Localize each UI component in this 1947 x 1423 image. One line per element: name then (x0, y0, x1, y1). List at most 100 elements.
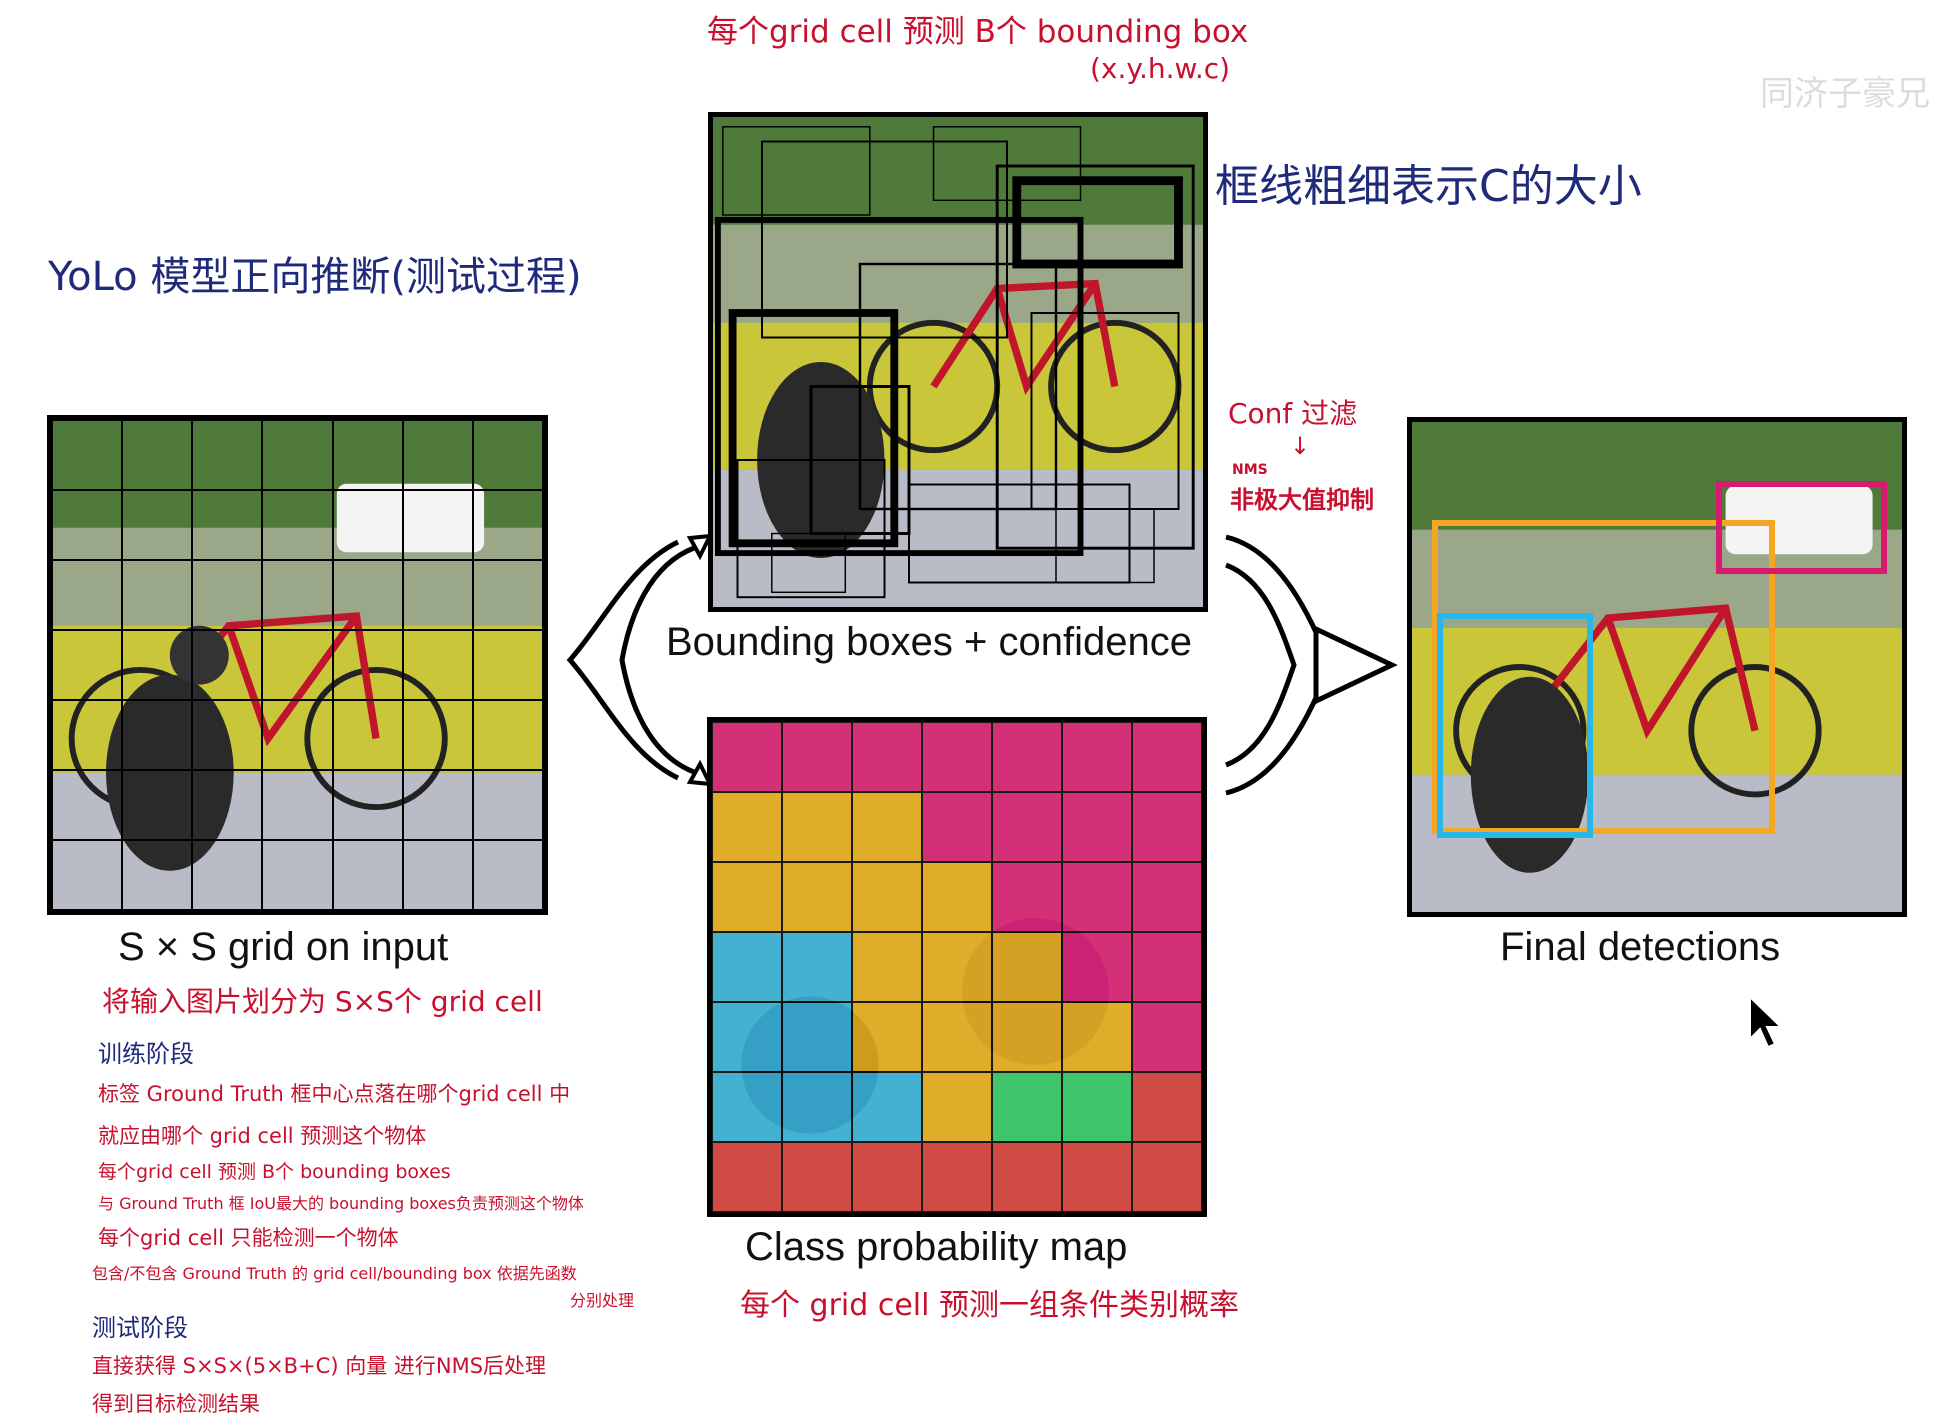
grid-cell (122, 840, 193, 910)
grid-cell (52, 630, 123, 700)
class-cell-pink (712, 722, 782, 792)
class-cell-yellow (852, 1002, 922, 1072)
grid-cell (472, 840, 543, 910)
class-cell-green (1062, 1072, 1132, 1142)
class-cell-pink (1132, 792, 1202, 862)
class-cell-pink (1132, 932, 1202, 1002)
nms-note: 非极大值抑制 (1230, 486, 1374, 514)
grid-cell (472, 560, 543, 630)
grid-cell (52, 700, 123, 770)
note-line: 包含/不包含 Ground Truth 的 grid cell/bounding… (92, 1264, 577, 1283)
class-cell-pink (992, 722, 1062, 792)
class-cell-red (992, 1142, 1062, 1212)
box-thickness-note: 框线粗细表示C的大小 (1215, 161, 1642, 212)
grid-cell (402, 840, 473, 910)
detection-car (1715, 480, 1888, 574)
grid-cell (262, 560, 333, 630)
class-cell-yellow (852, 862, 922, 932)
grid-cell (402, 420, 473, 490)
note-line: 标签 Ground Truth 框中心点落在哪个grid cell 中 (98, 1082, 571, 1106)
grid-cell (122, 630, 193, 700)
top-note-params: (x.y.h.w.c) (1090, 52, 1231, 85)
grid-cell (192, 700, 263, 770)
class-cell-yellow (712, 792, 782, 862)
class-probability-map (707, 717, 1207, 1217)
grid-cell (192, 630, 263, 700)
grid-cell (192, 770, 263, 840)
class-cell-pink (1062, 722, 1132, 792)
class-cell-yellow (922, 1002, 992, 1072)
class-cell-red (922, 1142, 992, 1212)
grid-cell (402, 770, 473, 840)
grid-cell (472, 700, 543, 770)
grid-cell (332, 420, 403, 490)
class-cell-pink (922, 722, 992, 792)
nms-arrow: ↓ (1290, 432, 1311, 460)
class-cell-yellow (782, 862, 852, 932)
class-cell-red (1132, 1072, 1202, 1142)
grid-cell (52, 560, 123, 630)
conf-filter-note: Conf 过滤 (1228, 397, 1358, 430)
class-cell-pink (852, 722, 922, 792)
note-line: 得到目标检测结果 (92, 1392, 260, 1416)
class-cell-pink (992, 792, 1062, 862)
class-cell-blue (782, 932, 852, 1002)
merge-arrow (1225, 534, 1398, 796)
grid-cell (122, 490, 193, 560)
class-cell-blue (712, 1072, 782, 1142)
grid-cell (52, 490, 123, 560)
class-cell-yellow (712, 862, 782, 932)
class-cell-red (712, 1142, 782, 1212)
class-cell-yellow (852, 792, 922, 862)
class-cell-yellow (852, 932, 922, 1002)
note-line: 直接获得 S×S×(5×B+C) 向量 进行NMS后处理 (92, 1354, 547, 1378)
caption-classmap: Class probability map (745, 1225, 1128, 1269)
grid-cell (472, 420, 543, 490)
split-arrow (566, 533, 714, 787)
top-note: 每个grid cell 预测 B个 bounding box (707, 14, 1249, 50)
grid-cell (332, 630, 403, 700)
class-cell-red (1132, 1142, 1202, 1212)
caption-final: Final detections (1500, 925, 1781, 969)
grid-cell (402, 700, 473, 770)
grid-cell (262, 420, 333, 490)
grid-cell (192, 560, 263, 630)
grid-cell (472, 490, 543, 560)
class-cell-pink (922, 792, 992, 862)
grid-cell (332, 770, 403, 840)
class-cell-pink (1132, 722, 1202, 792)
grid-cell (52, 770, 123, 840)
grid-cell (402, 490, 473, 560)
class-cell-red (782, 1142, 852, 1212)
class-cell-blue (852, 1072, 922, 1142)
class-cell-blue (712, 932, 782, 1002)
grid-cell (472, 770, 543, 840)
class-cell-yellow (922, 932, 992, 1002)
class-cell-yellow (922, 1072, 992, 1142)
grid-note: 将输入图片划分为 S×S个 grid cell (102, 985, 543, 1018)
class-cell-pink (1062, 792, 1132, 862)
class-cell-blue (782, 1002, 852, 1072)
class-cell-pink (1062, 932, 1132, 1002)
grid-cell (262, 770, 333, 840)
class-cell-pink (992, 862, 1062, 932)
grid-cell (262, 490, 333, 560)
grid-cell (122, 700, 193, 770)
nms-label: NMS (1232, 462, 1268, 478)
grid-cell (332, 840, 403, 910)
title-note: YoLo 模型正向推断(测试过程) (48, 254, 582, 300)
class-cell-pink (782, 722, 852, 792)
grid-cell (122, 560, 193, 630)
watermark: 同济子豪兄 (1760, 74, 1930, 114)
grid-cell (262, 630, 333, 700)
note-line: 每个grid cell 只能检测一个物体 (98, 1226, 399, 1250)
final-detections-image (1407, 417, 1907, 917)
grid-cell (122, 420, 193, 490)
grid-cell (52, 420, 123, 490)
classmap-note: 每个 grid cell 预测一组条件类别概率 (740, 1288, 1239, 1323)
bounding-boxes-image (708, 112, 1208, 612)
grid-cell (262, 840, 333, 910)
train-title: 训练阶段 (98, 1040, 194, 1068)
grid-cell (402, 560, 473, 630)
grid-cell (262, 700, 333, 770)
